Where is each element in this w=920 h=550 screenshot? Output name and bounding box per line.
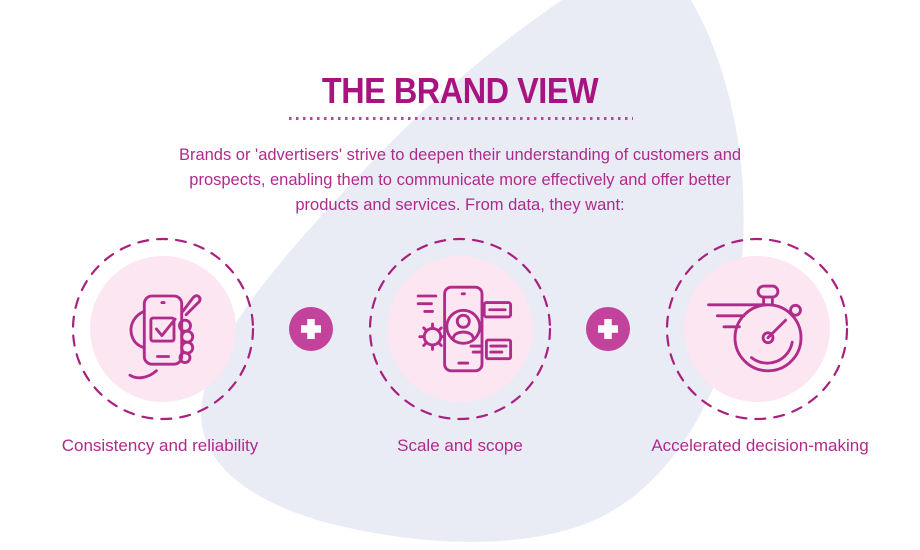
stopwatch-icon <box>707 284 803 373</box>
intro-line: products and services. From data, they w… <box>295 196 625 214</box>
intro-paragraph: Brands or 'advertisers' strive to deepen… <box>0 143 920 218</box>
dashed-ring <box>71 237 255 421</box>
phone-profile-gear-icon <box>416 285 513 373</box>
dashed-ring <box>665 237 849 421</box>
plus-icon <box>289 307 333 351</box>
feature-label-scale: Scale and scope <box>397 436 523 455</box>
plus-glyph <box>301 319 321 339</box>
feature-label-speed: Accelerated decision-making <box>651 436 869 455</box>
intro-line: Brands or 'advertisers' strive to deepen… <box>178 146 742 164</box>
feature-label-consistency: Consistency and reliability <box>61 436 259 455</box>
hand-phone-check-icon <box>128 294 202 380</box>
feature-speed <box>664 236 850 422</box>
feature-consistency <box>70 236 256 422</box>
dotted-divider <box>289 117 633 120</box>
plus-glyph <box>598 319 618 339</box>
plus-icon <box>586 307 630 351</box>
feature-scale <box>367 236 553 422</box>
intro-line: prospects, enabling them to communicate … <box>189 171 731 189</box>
page-title: THE BRAND VIEW <box>321 70 599 111</box>
